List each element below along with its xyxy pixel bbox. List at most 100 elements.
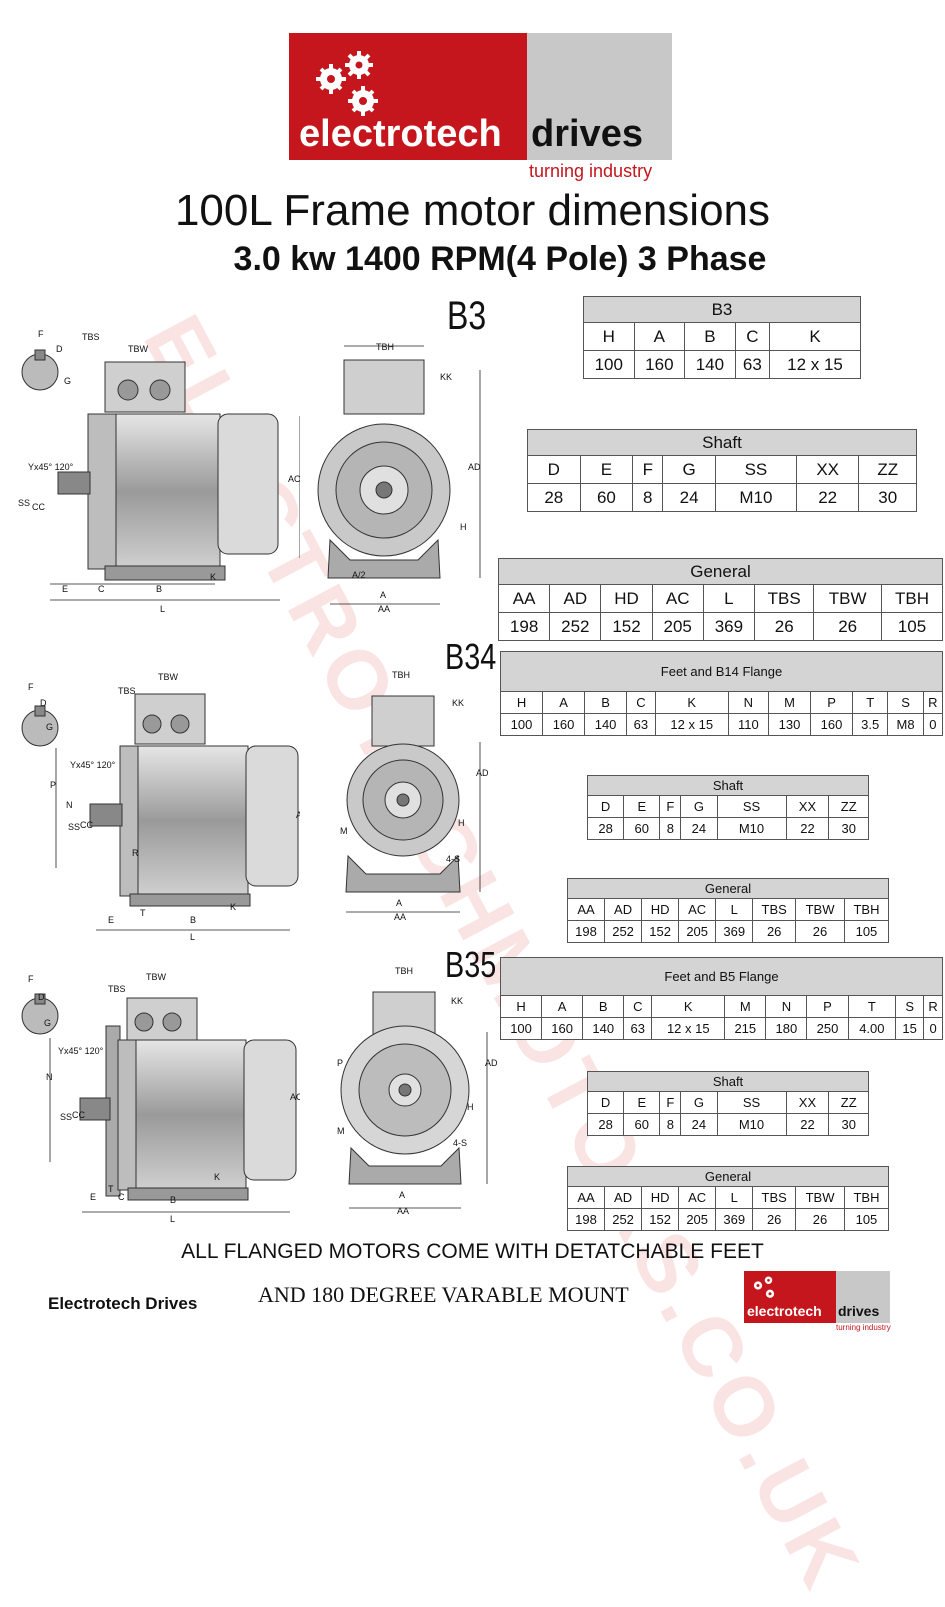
table-cell: 252 bbox=[604, 920, 643, 943]
gears-icon bbox=[753, 1276, 775, 1298]
table-title: General bbox=[498, 558, 943, 585]
table-header-cell: A bbox=[541, 995, 584, 1018]
b3-shaft-table: Shaft D E F G SS XX ZZ 28 60 8 24 M10 22… bbox=[527, 429, 917, 512]
logo-word-right: drives bbox=[838, 1303, 880, 1319]
svg-text:F: F bbox=[28, 682, 34, 692]
svg-text:R: R bbox=[132, 848, 139, 858]
svg-text:K: K bbox=[210, 572, 216, 582]
svg-text:N: N bbox=[46, 1072, 53, 1082]
table-header-cell: AC bbox=[678, 898, 717, 921]
b34-flange-table: Feet and B14 Flange H A B C K N M P T S … bbox=[499, 651, 944, 736]
svg-text:L: L bbox=[160, 604, 165, 614]
table-cell: 60 bbox=[579, 483, 634, 512]
table-cell: 198 bbox=[566, 1208, 606, 1231]
footer-company-name: Electrotech Drives bbox=[48, 1294, 198, 1313]
table-cell: 15 bbox=[895, 1017, 925, 1040]
svg-text:F: F bbox=[28, 974, 34, 984]
svg-text:G: G bbox=[46, 722, 53, 732]
table-cell: 198 bbox=[497, 612, 551, 641]
table-header-cell: TBW bbox=[795, 898, 845, 921]
table-cell: 30 bbox=[828, 1113, 869, 1136]
table-header-cell: TBW bbox=[795, 1186, 845, 1209]
table-cell: 26 bbox=[795, 920, 845, 943]
table-header-cell: D bbox=[586, 1091, 625, 1114]
table-cell: 369 bbox=[715, 920, 754, 943]
svg-text:P: P bbox=[337, 1058, 343, 1068]
table-header-cell: N bbox=[765, 995, 808, 1018]
b34-shaft-table: Shaft D E F G SS XX ZZ 28 60 8 24 M10 22… bbox=[586, 775, 869, 840]
table-cell: 28 bbox=[527, 483, 581, 512]
table-header-cell: TBH bbox=[880, 584, 944, 613]
table-cell: 12 x 15 bbox=[654, 713, 729, 736]
table-cell: 160 bbox=[542, 713, 586, 736]
table-header-cell: B bbox=[582, 995, 625, 1018]
table-cell: 28 bbox=[586, 817, 625, 840]
svg-text:SS: SS bbox=[18, 498, 30, 508]
table-cell: 205 bbox=[651, 612, 704, 641]
svg-text:T: T bbox=[140, 908, 146, 918]
table-cell: 22 bbox=[795, 483, 860, 512]
table-cell: 26 bbox=[752, 920, 797, 943]
table-cell: 8 bbox=[659, 1113, 682, 1136]
table-cell: 0 bbox=[922, 713, 944, 736]
table-header-cell: C bbox=[623, 995, 653, 1018]
svg-text:4-S: 4-S bbox=[453, 1138, 467, 1148]
table-cell: 152 bbox=[641, 1208, 680, 1231]
b35-general-table: General AA AD HD AC L TBS TBW TBH 198 25… bbox=[566, 1166, 890, 1231]
table-title: General bbox=[567, 878, 889, 899]
table-cell: 12 x 15 bbox=[769, 350, 861, 379]
table-cell: 369 bbox=[702, 612, 756, 641]
svg-text:CC: CC bbox=[80, 820, 93, 830]
svg-text:P: P bbox=[50, 780, 56, 790]
table-header-cell: N bbox=[727, 691, 769, 714]
table-header-cell: R bbox=[923, 995, 943, 1018]
svg-text:K: K bbox=[230, 902, 236, 912]
svg-text:TBH: TBH bbox=[395, 966, 413, 976]
table-cell: 160 bbox=[633, 350, 686, 379]
table-cell: 60 bbox=[623, 817, 661, 840]
svg-text:TBH: TBH bbox=[392, 670, 410, 680]
table-header-cell: G bbox=[662, 455, 716, 484]
svg-text:TBW: TBW bbox=[128, 344, 149, 354]
table-header-cell: H bbox=[499, 691, 544, 714]
logo-grey-panel: drives bbox=[836, 1271, 890, 1323]
b3-general-table: General AA AD HD AC L TBS TBW TBH 198 25… bbox=[497, 558, 944, 641]
page-subtitle: 3.0 kw 1400 RPM(4 Pole) 3 Phase bbox=[233, 240, 767, 278]
table-header-cell: S bbox=[895, 995, 925, 1018]
svg-text:A: A bbox=[399, 1190, 405, 1200]
table-cell: 152 bbox=[641, 920, 680, 943]
table-cell: 205 bbox=[678, 1208, 717, 1231]
table-cell: 3.5 bbox=[852, 713, 889, 736]
b35-shaft-table: Shaft D E F G SS XX ZZ 28 60 8 24 M10 22… bbox=[586, 1071, 869, 1136]
svg-text:N: N bbox=[66, 800, 73, 810]
table-header-cell: XX bbox=[795, 455, 860, 484]
table-header-cell: B bbox=[684, 322, 736, 351]
svg-text:AC: AC bbox=[296, 810, 300, 820]
table-cell: 140 bbox=[584, 713, 628, 736]
table-header-cell: ZZ bbox=[858, 455, 917, 484]
table-header-cell: E bbox=[579, 455, 634, 484]
table-cell: 252 bbox=[549, 612, 602, 641]
table-header-cell: L bbox=[715, 898, 754, 921]
svg-text:AD: AD bbox=[485, 1058, 498, 1068]
table-header-cell: TBW bbox=[813, 584, 882, 613]
svg-text:H: H bbox=[458, 818, 465, 828]
svg-text:D: D bbox=[38, 992, 45, 1002]
table-header-cell: ZZ bbox=[828, 1091, 869, 1114]
footer-note-line2: AND 180 DEGREE VARABLE MOUNT bbox=[258, 1282, 629, 1307]
table-header-cell: E bbox=[623, 795, 661, 818]
table-header-cell: TBS bbox=[754, 584, 815, 613]
table-cell: M8 bbox=[887, 713, 924, 736]
table-header-cell: D bbox=[527, 455, 581, 484]
table-header-cell: P bbox=[806, 995, 849, 1018]
svg-text:KK: KK bbox=[452, 698, 464, 708]
table-header-cell: K bbox=[654, 691, 729, 714]
table-cell: 105 bbox=[880, 612, 944, 641]
svg-text:TBH: TBH bbox=[376, 342, 394, 352]
logo-word-right: drives bbox=[531, 113, 643, 155]
table-cell: 140 bbox=[684, 350, 736, 379]
svg-text:AA: AA bbox=[397, 1206, 409, 1216]
